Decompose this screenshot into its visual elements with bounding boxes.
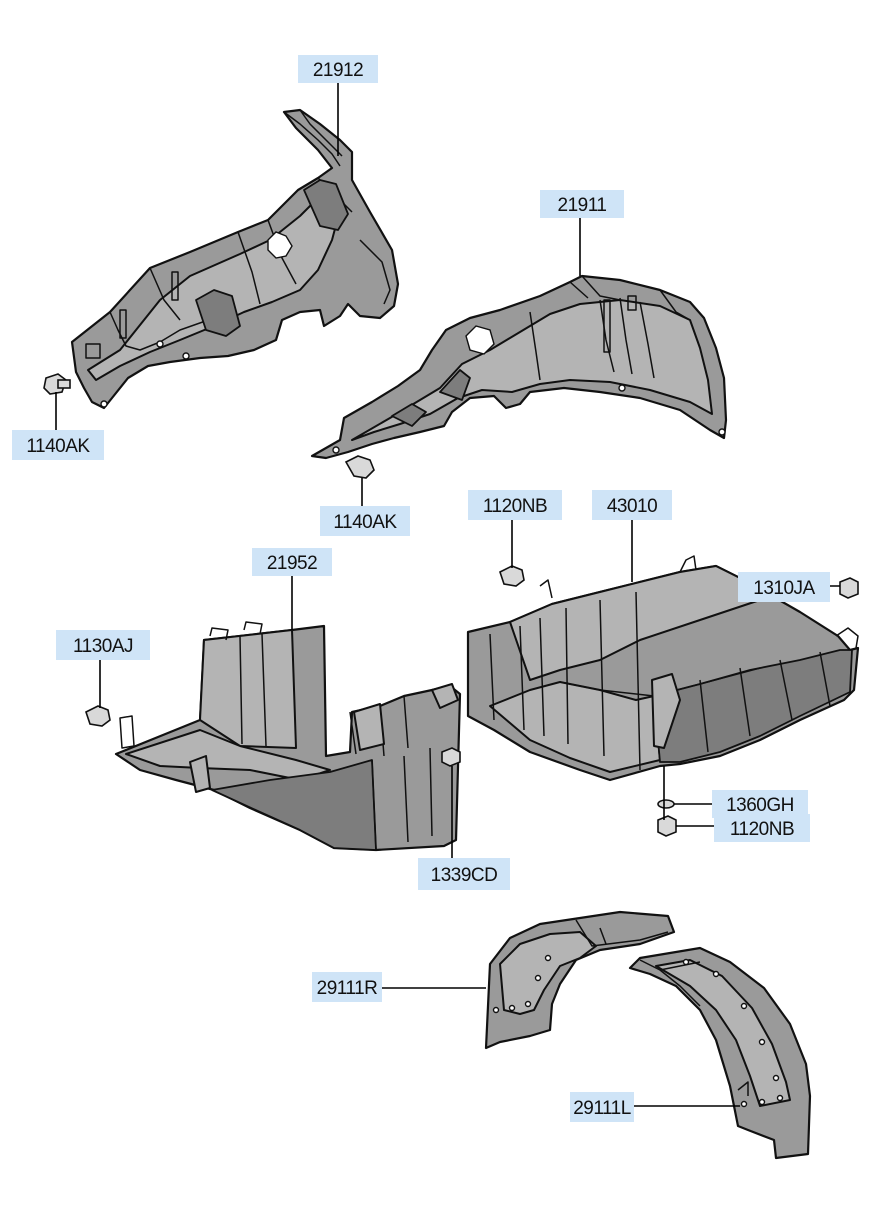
callout-21911: 21911 <box>540 190 624 218</box>
callout-21952: 21952 <box>252 548 332 576</box>
leader-lines <box>55 80 840 1107</box>
callout-text: 29111L <box>573 1098 631 1119</box>
callout-text: 1140AK <box>26 436 90 457</box>
callout-29111l: 29111L <box>570 1092 634 1122</box>
callout-text: 1120NB <box>730 819 794 840</box>
callout-text: 1140AK <box>333 512 397 533</box>
part-21911-panel <box>310 274 728 460</box>
bolt-1130aj <box>85 705 111 727</box>
callout-text: 21912 <box>313 60 363 81</box>
bolt-1120nb-bottom <box>657 815 677 837</box>
bolt-1140ak-left <box>43 373 71 395</box>
callout-text: 21911 <box>558 195 607 216</box>
callout-text: 21952 <box>267 553 317 574</box>
part-43010-tray <box>466 555 860 782</box>
callout-1310ja: 1310JA <box>738 572 830 602</box>
callout-text: 1360GH <box>726 795 794 816</box>
bolt-1120nb-top <box>499 565 525 587</box>
callout-1140ak-middle: 1140AK <box>320 506 410 536</box>
callout-text: 1310JA <box>753 578 815 599</box>
part-29111r-mudguard <box>484 910 676 1050</box>
callout-29111r: 29111R <box>312 972 382 1002</box>
callout-text: 29111R <box>317 978 378 999</box>
nut-1339cd <box>441 747 461 767</box>
callout-1120nb-bottom: 1120NB <box>714 814 810 842</box>
nut-1310ja <box>839 577 859 599</box>
callout-43010: 43010 <box>592 490 672 520</box>
callout-1360gh: 1360GH <box>712 790 808 818</box>
bolt-1140ak-middle <box>344 455 375 479</box>
callout-text: 1120NB <box>483 496 547 517</box>
callout-text: 43010 <box>607 496 657 517</box>
part-21952-tray <box>114 621 462 852</box>
part-29111l-mudguard <box>628 946 812 1160</box>
callout-1140ak-left: 1140AK <box>12 430 104 460</box>
callout-1120nb-top: 1120NB <box>468 490 562 520</box>
callout-1130aj: 1130AJ <box>56 630 150 660</box>
washer-1360gh <box>657 799 675 809</box>
callout-1339cd: 1339CD <box>418 858 510 890</box>
callout-21912: 21912 <box>298 55 378 83</box>
callout-text: 1130AJ <box>73 636 133 657</box>
part-21912-panel <box>70 108 400 410</box>
callout-text: 1339CD <box>431 865 498 886</box>
